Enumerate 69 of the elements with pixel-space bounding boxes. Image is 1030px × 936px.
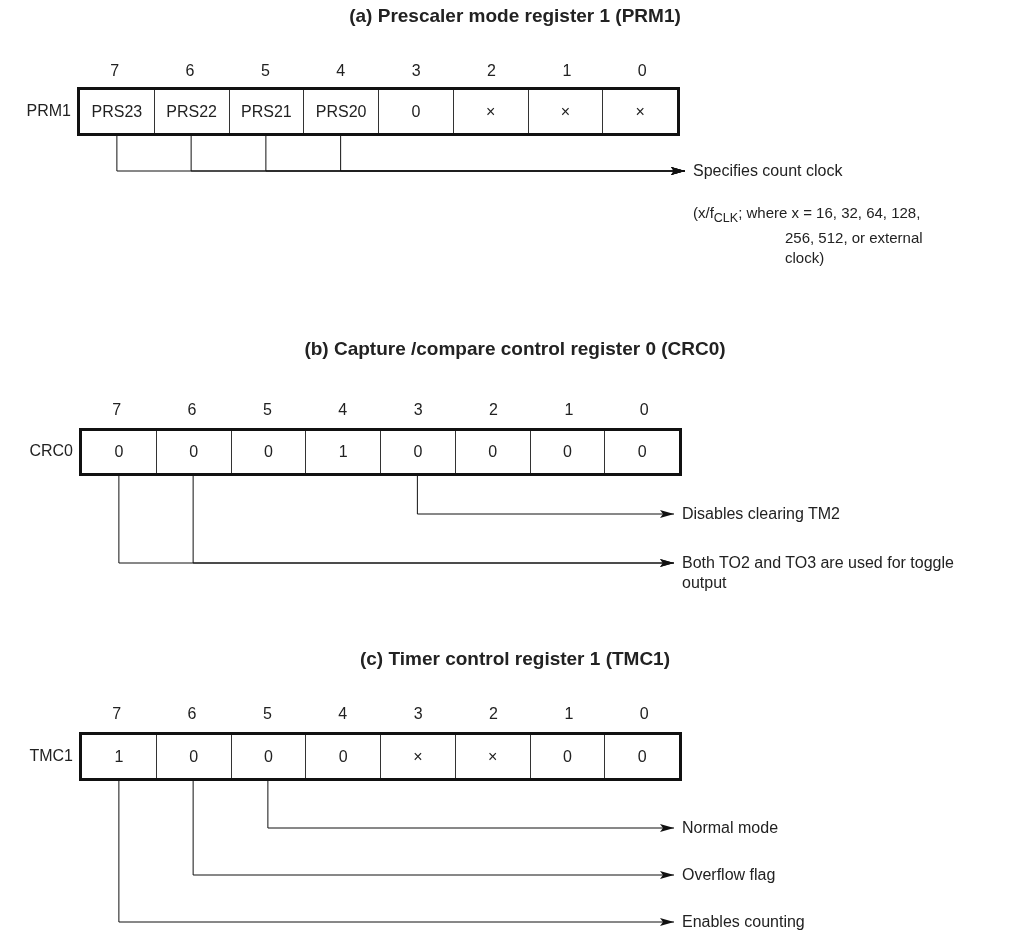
bit-number: 4 [335,62,347,80]
bit-field-cell: 0 [454,431,530,473]
bit-number: 6 [186,401,198,419]
bit-field-cell: 0 [604,431,679,473]
bit-field-cell: 1 [305,431,380,473]
bit-number: 6 [184,62,196,80]
bit-number: 6 [186,705,198,723]
bit-number: 2 [486,62,497,80]
register-box [79,732,682,781]
bit-number: 5 [262,401,273,419]
description-text: Both TO2 and TO3 are used for toggle output [682,553,992,593]
arrow [118,779,675,926]
bit-number: 3 [412,401,424,419]
bit-field-cell: PRS20 [303,90,378,133]
bit-field-cell: × [454,735,530,778]
bit-field-cell: × [527,90,603,133]
bit-field-cell: 1 [82,735,156,778]
bit-number: 5 [260,62,271,80]
bit-field-cell: × [452,90,528,133]
bit-field-cell: 0 [155,735,231,778]
arrow [192,779,675,879]
bit-field-cell: PRS23 [80,90,154,133]
bit-number: 1 [563,705,575,723]
bit-field-cell: × [602,90,677,133]
bit-field-cell: 0 [305,735,380,778]
bit-field-cell: 0 [378,90,453,133]
bit-number: 3 [412,705,424,723]
bit-field-cell: 0 [230,735,306,778]
register-box [77,87,680,136]
bit-field-cell: × [380,735,455,778]
bit-number: 4 [337,705,349,723]
bit-field-cell: 0 [529,735,605,778]
register-name: TMC1 [29,746,73,765]
section-heading: (c) Timer control register 1 (TMC1) [360,648,670,670]
description-text: Specifies count clock [693,161,993,181]
bit-number: 0 [638,401,650,419]
bit-number: 7 [109,62,121,80]
bit-number: 1 [561,62,573,80]
bit-number: 2 [488,705,499,723]
bit-field-cell: 0 [155,431,231,473]
bit-number: 2 [488,401,499,419]
description-text: Disables clearing TM2 [682,504,982,524]
arrow [267,779,675,832]
bit-number: 1 [563,401,575,419]
bit-number: 7 [111,401,123,419]
bit-field-cell: PRS22 [153,90,229,133]
bit-field-cell: PRS21 [228,90,304,133]
bit-field-cell: 0 [604,735,679,778]
section-heading: (a) Prescaler mode register 1 (PRM1) [349,5,681,27]
bit-number: 3 [410,62,422,80]
bit-number: 0 [636,62,648,80]
bit-field-cell: 0 [529,431,605,473]
register-name: CRC0 [29,442,73,460]
bit-number: 5 [262,705,273,723]
arrow [340,134,686,175]
section-heading: (b) Capture /compare control register 0 (CRC0) [304,338,726,360]
bit-field-cell: 0 [82,431,156,473]
register-box [79,428,682,476]
description-text: Enables counting [682,912,982,932]
description-text: Normal mode [682,818,982,838]
bit-number: 4 [337,401,349,419]
note-text: (x/f$_{CLK}$; where x = 16, 32, 64, 128, 256, 512, or external clock) [693,203,924,268]
bit-number: 7 [111,705,123,723]
bit-field-cell: 0 [380,431,455,473]
description-text: Overflow flag [682,865,982,885]
bit-number: 0 [638,705,650,723]
bit-field-cell: 0 [230,431,306,473]
register-name: PRM1 [26,101,71,120]
arrow [416,474,675,518]
